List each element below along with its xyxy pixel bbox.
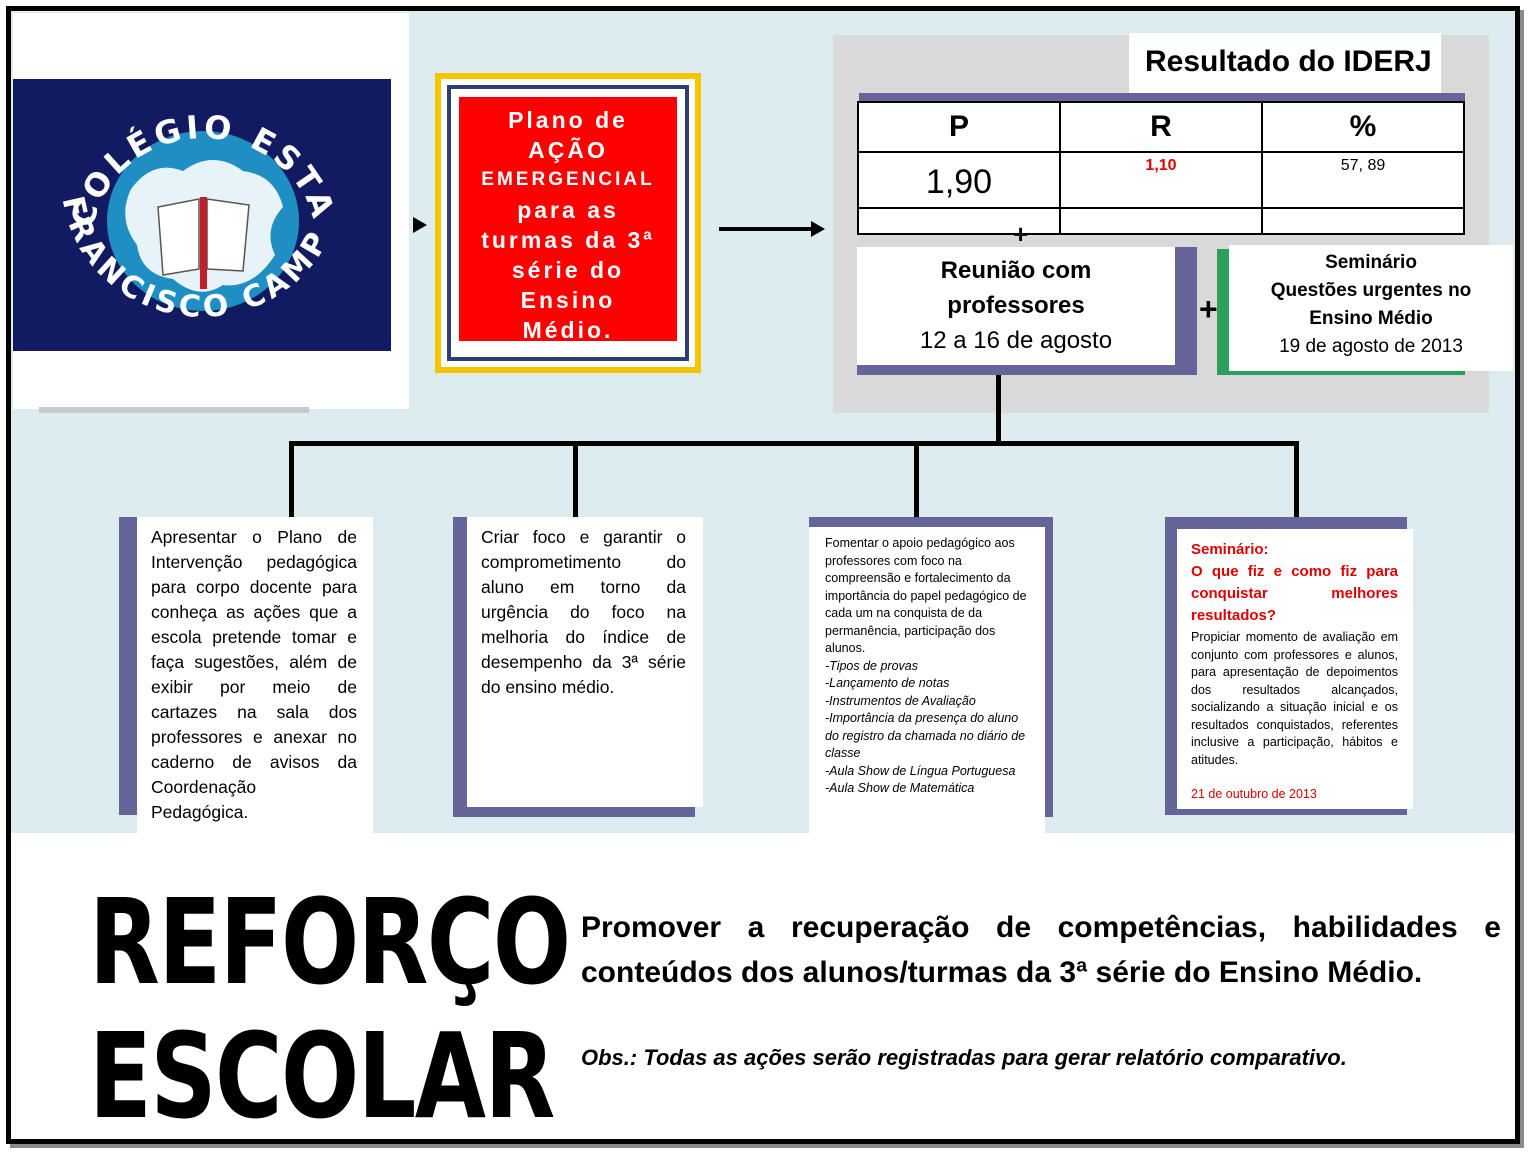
plano-line-5: turmas da 3ª (481, 227, 655, 253)
seminario-box: Seminário Questões urgentes no Ensino Mé… (1217, 245, 1513, 375)
tree-connector-bar (289, 441, 1299, 446)
action-box-4-text: Propiciar momento de avaliação em conjun… (1191, 630, 1398, 767)
action-box-2-text: Criar foco e garantir o comprometimento … (481, 527, 686, 697)
plano-acao-box: Plano de AÇÃO EMERGENCIAL para as turmas… (435, 73, 701, 373)
page-frame: COLÉGIO ESTADUAL FRANCISCO CAMPOS Plano … (6, 6, 1520, 1144)
tree-connector-branch-3 (914, 441, 919, 517)
plano-acao-frame: Plano de AÇÃO EMERGENCIAL para as turmas… (447, 85, 689, 361)
tree-connector-branch-2 (573, 441, 578, 517)
iderj-value-p: 1,90 (857, 151, 1061, 209)
reuniao-date: 12 a 16 de agosto (919, 327, 1113, 354)
promover-text: Promover a recuperação de competências, … (581, 911, 1501, 989)
school-logo-icon: COLÉGIO ESTADUAL FRANCISCO CAMPOS (13, 79, 391, 351)
plano-line-3: EMERGENCIAL (481, 169, 655, 190)
reforco-line-2: ESCOLAR (89, 1007, 555, 1144)
action-box-3-item: -Aula Show de Matemática (825, 781, 975, 795)
reuniao-line-1: Reunião com (940, 257, 1092, 284)
seminario-line-2: Questões urgentes no (1270, 280, 1472, 301)
iderj-empty-cell (857, 207, 1061, 235)
box1-accent (119, 517, 137, 815)
action-box-4-date: 21 de outubro de 2013 (1191, 787, 1317, 801)
plus-icon: + (1199, 291, 1218, 327)
action-box-3-text: Fomentar o apoio pedagógico aos professo… (825, 536, 1027, 655)
action-box-3: Fomentar o apoio pedagógico aos professo… (809, 527, 1045, 833)
seminario-line-1: Seminário (1325, 252, 1417, 273)
reuniao-box: Reunião com professores 12 a 16 de agost… (857, 247, 1197, 375)
tree-connector-branch-1 (289, 441, 294, 517)
iderj-title: Resultado do IDERJ (1129, 33, 1441, 93)
arrow-right-icon (811, 221, 825, 237)
arrow-right-icon (413, 217, 427, 233)
plano-line-6: série do (511, 257, 625, 283)
plano-line-8: Médio. (522, 317, 614, 343)
plano-line-4: para as (517, 197, 619, 223)
obs-note: Obs.: Todas as ações serão registradas p… (581, 1045, 1347, 1070)
reuniao-content: Reunião com professores 12 a 16 de agost… (857, 247, 1175, 365)
action-box-4-title: Seminário: (1191, 541, 1269, 558)
reforco-escolar-heading: REFORÇO ESCOLAR (89, 873, 571, 1144)
iderj-value-r: 1,10 (1059, 151, 1263, 209)
action-box-3-list: -Tipos de provas -Lançamento de notas -I… (825, 658, 1035, 798)
iderj-table: P R % 1,90 1,10 57, 89 (857, 101, 1465, 235)
action-box-4-question: O que fiz e como fiz para conquistar mel… (1191, 563, 1398, 624)
tree-connector-branch-4 (1294, 441, 1299, 517)
reforco-line-1: REFORÇO (89, 873, 571, 1011)
iderj-empty-cell (1059, 207, 1263, 235)
plano-line-1: Plano de (508, 107, 628, 133)
action-box-2: Criar foco e garantir o comprometimento … (467, 517, 703, 807)
action-box-3-item: -Instrumentos de Avaliação (825, 693, 976, 708)
connector-arrow-line (719, 227, 815, 231)
iderj-empty-cell (1261, 207, 1465, 235)
iderj-header-pct: % (1261, 101, 1465, 153)
tree-connector-trunk (996, 375, 1001, 445)
plano-acao-text: Plano de AÇÃO EMERGENCIAL para as turmas… (459, 97, 677, 343)
action-box-3-item: -Tipos de provas (825, 658, 918, 673)
action-box-4: Seminário: O que fiz e como fiz para con… (1177, 529, 1413, 809)
action-box-1: Apresentar o Plano de Intervenção pedagó… (137, 517, 373, 839)
iderj-table-bar (859, 93, 1465, 101)
seminario-line-3: Ensino Médio (1309, 308, 1433, 329)
iderj-header-p: P (857, 101, 1061, 153)
logo-shadow (39, 407, 309, 413)
plano-line-2: AÇÃO (528, 137, 608, 163)
action-box-1-text: Apresentar o Plano de Intervenção pedagó… (151, 527, 357, 822)
iderj-header-r: R (1059, 101, 1263, 153)
plus-icon: + (1013, 219, 1029, 249)
seminario-date: 19 de agosto de 2013 (1279, 336, 1463, 357)
iderj-value-pct: 57, 89 (1261, 151, 1465, 209)
action-box-3-item: -Aula Show de Língua Portuguesa (825, 763, 1016, 778)
plano-line-7: Ensino (520, 287, 616, 313)
reuniao-line-2: professores (947, 292, 1085, 319)
action-box-3-item: -Importância da presença do aluno do reg… (825, 711, 1026, 760)
action-box-3-item: -Lançamento de notas (825, 676, 950, 690)
seminario-content: Seminário Questões urgentes no Ensino Mé… (1229, 245, 1513, 371)
